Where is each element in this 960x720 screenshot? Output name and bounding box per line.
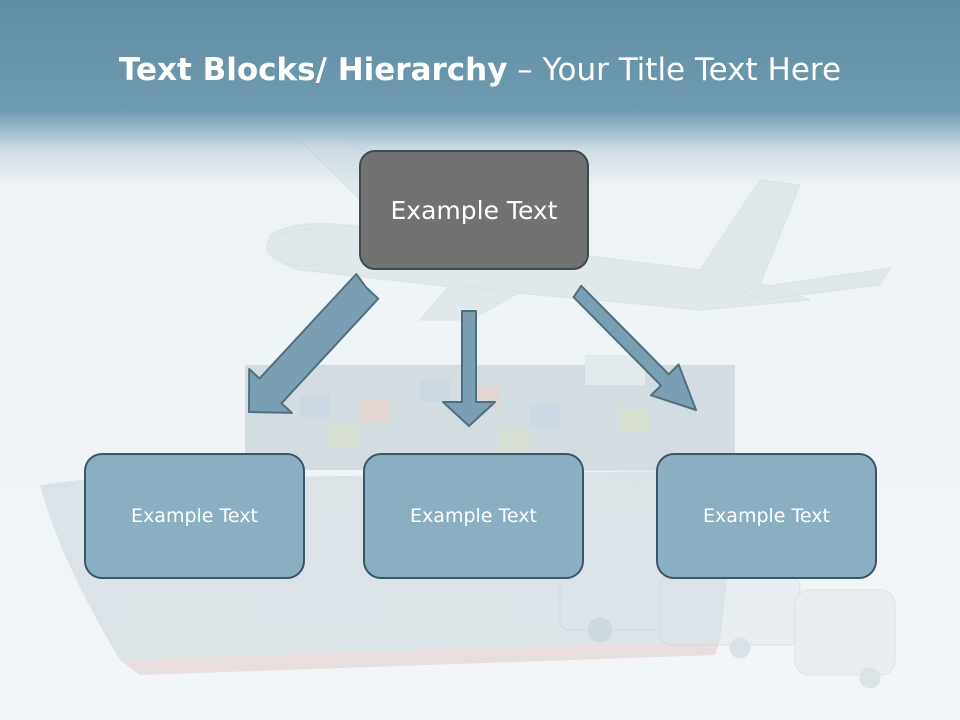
top-level-box: Example Text (359, 150, 589, 270)
arrow-right (572, 284, 697, 411)
child-box-center: Example Text (363, 453, 584, 579)
arrow-left (248, 273, 380, 414)
slide-title-rest: – Your Title Text Here (507, 52, 842, 88)
slide-title-bold: Text Blocks/ Hierarchy (118, 52, 508, 88)
child-box-right: Example Text (656, 453, 877, 579)
arrow-center (442, 310, 496, 427)
slide-title: Text Blocks/ Hierarchy – Your Title Text… (0, 52, 960, 88)
child-box-left: Example Text (84, 453, 305, 579)
child-box-label: Example Text (703, 505, 830, 527)
child-box-label: Example Text (410, 505, 537, 527)
child-box-label: Example Text (131, 505, 258, 527)
top-level-box-label: Example Text (390, 195, 558, 225)
